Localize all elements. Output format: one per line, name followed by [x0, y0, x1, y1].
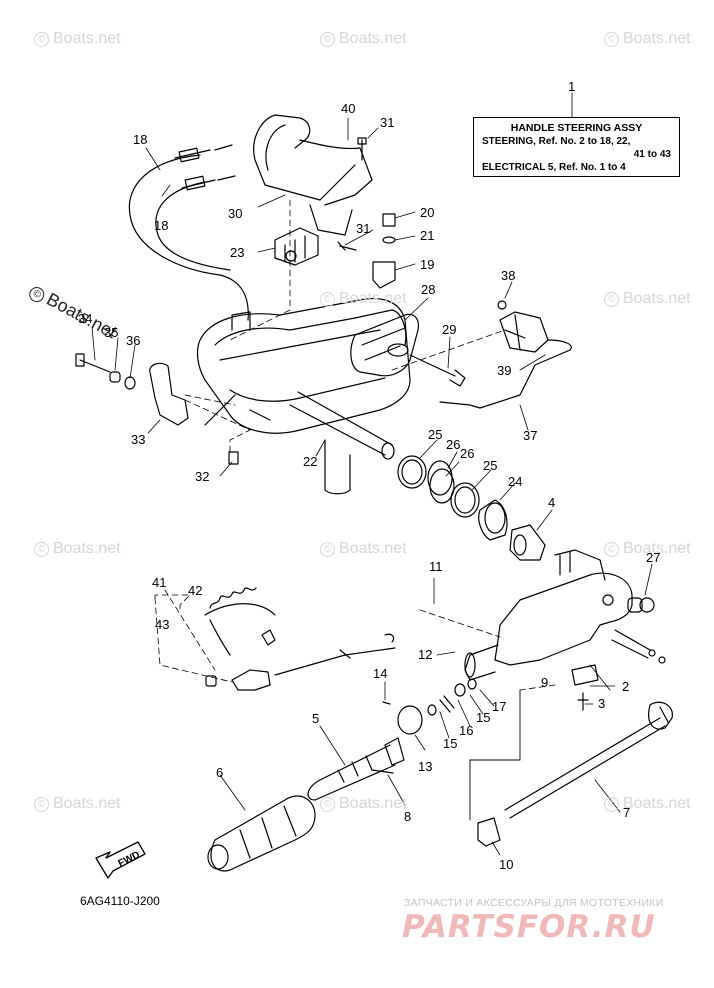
- watermark: ©Boats.net: [604, 540, 691, 558]
- watermark: ©Boats.net: [320, 290, 407, 308]
- reference-line-1: STEERING, Ref. No. 2 to 18, 22,: [482, 136, 631, 147]
- part-number: 7: [623, 805, 631, 820]
- part-number: 26: [460, 446, 475, 461]
- part-number: 12: [418, 647, 433, 662]
- part-number: 21: [420, 228, 435, 243]
- part-number: 3: [598, 696, 606, 711]
- stop-switch-lanyard: [204, 587, 396, 691]
- spring-washers: [382, 678, 477, 735]
- watermark: ©Boats.net: [34, 30, 121, 48]
- part-number: 15: [443, 736, 458, 751]
- part-number: 38: [501, 268, 516, 283]
- watermark: ©Boats.net: [604, 795, 691, 813]
- part-number: 36: [126, 333, 141, 348]
- solenoid-assembly: [439, 300, 572, 409]
- part-number: 39: [497, 363, 512, 378]
- part-number: 6: [216, 765, 224, 780]
- footer-tagline: ЗАПЧАСТИ И АКСЕССУАРЫ ДЛЯ МОТОТЕХНИКИ: [404, 897, 664, 909]
- part-number: 29: [442, 322, 457, 337]
- part-number: 19: [420, 257, 435, 272]
- part-number: 18: [133, 132, 148, 147]
- throttle-cables: [128, 144, 249, 321]
- bolt-32: [228, 451, 239, 465]
- reference-line-3: ELECTRICAL 5, Ref. No. 1 to 4: [482, 162, 626, 173]
- part-number: 20: [420, 205, 435, 220]
- part-number: 18: [154, 218, 169, 233]
- part-number: 16: [459, 723, 474, 738]
- watermark: ©Boats.net: [34, 540, 121, 558]
- part-number: 35: [104, 325, 119, 340]
- bracket-33: [149, 362, 189, 426]
- throttle-grip: [207, 737, 405, 872]
- part-number: 4: [548, 495, 556, 510]
- watermark: ©Boats.net: [320, 30, 407, 48]
- part-number: 32: [195, 469, 210, 484]
- part-number: 41: [152, 575, 167, 590]
- part-number: 22: [303, 454, 318, 469]
- footer-logo: PARTSFOR.RU: [402, 909, 656, 945]
- part-number: 37: [523, 428, 538, 443]
- part-number: 10: [499, 857, 514, 872]
- part-number: 30: [228, 206, 243, 221]
- part-number: 2: [622, 679, 630, 694]
- rings-and-bushings: [397, 455, 546, 561]
- part-number: 27: [646, 550, 661, 565]
- bolt-29: [409, 354, 466, 387]
- watermark: ©Boats.net: [604, 30, 691, 48]
- steering-arm: [464, 549, 666, 681]
- part-10: [477, 817, 501, 847]
- part-number: 43: [155, 617, 170, 632]
- linkage-rod: [504, 701, 673, 819]
- part-number: 15: [476, 710, 491, 725]
- reference-line-2: 41 to 43: [633, 149, 671, 160]
- fwd-arrow: [95, 841, 146, 879]
- part-number: 25: [428, 427, 443, 442]
- watermark: ©Boats.net: [604, 290, 691, 308]
- part-number: 42: [188, 583, 203, 598]
- bolt-washer-set: [75, 353, 136, 390]
- part-number: 28: [421, 282, 436, 297]
- part-number: 40: [341, 101, 356, 116]
- part-number: 9: [541, 675, 549, 690]
- part-number: 24: [508, 474, 523, 489]
- part-number: 5: [312, 711, 320, 726]
- part-number: 25: [483, 458, 498, 473]
- watermark: ©Boats.net: [34, 795, 121, 813]
- dashed-guides: [154, 199, 556, 691]
- part-number: 13: [418, 759, 433, 774]
- part-number: 17: [492, 699, 507, 714]
- plate-and-bolt: [571, 664, 599, 711]
- assembly-title: HANDLE STEERING ASSY: [510, 122, 643, 134]
- part-number: 34: [78, 311, 93, 326]
- leader-lines: [91, 92, 653, 856]
- part-number: 14: [373, 666, 388, 681]
- part-number: 23: [230, 245, 245, 260]
- part-number: 26: [446, 437, 461, 452]
- part-number: 8: [404, 809, 412, 824]
- watermark: ©Boats.net: [320, 795, 407, 813]
- diagram-code: 6AG4110-J200: [80, 894, 160, 908]
- part-number: 31: [356, 221, 371, 236]
- part-number: 1: [568, 79, 576, 94]
- clamp-part: [274, 227, 319, 266]
- assembly-title-box: HANDLE STEERING ASSY STEERING, Ref. No. …: [473, 117, 680, 177]
- bracket-assembly: [196, 114, 420, 495]
- part-number: 33: [131, 432, 146, 447]
- watermark: ©Boats.net: [320, 540, 407, 558]
- part-number: 31: [380, 115, 395, 130]
- part-number: 11: [429, 559, 443, 574]
